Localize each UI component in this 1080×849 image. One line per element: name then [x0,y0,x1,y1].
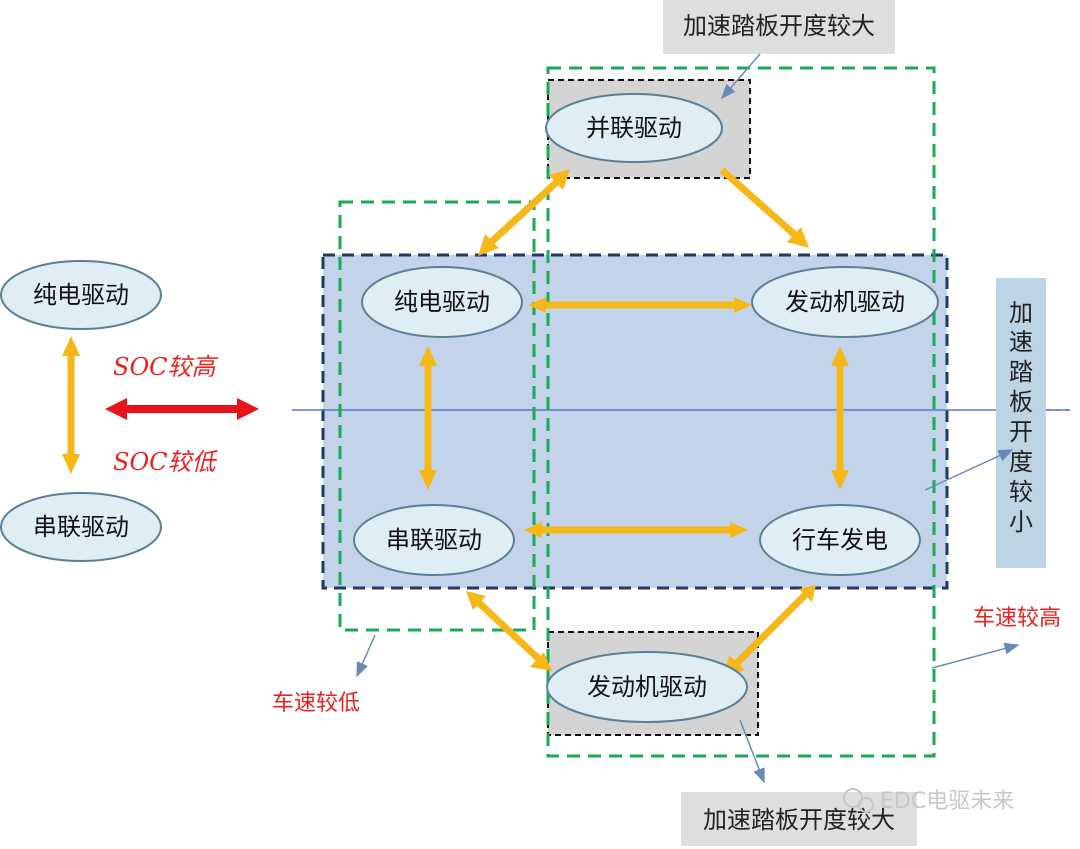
arrowhead-pev-a [478,234,499,256]
label-bottom-pointer [739,719,765,784]
arrow-series-engine-bottom [473,597,543,663]
label-top-text: 加速踏板开度较大 [683,12,875,40]
arrowhead-seb-a [466,591,486,610]
node-series: 串联驱动 [353,504,515,576]
left-node-ev-label: 纯电驱动 [33,281,129,309]
label-right-pointer [924,449,1014,491]
left-node-series: 串联驱动 [0,492,162,562]
arrowhead-ev-side [528,297,546,313]
label-right-char: 开 [1009,418,1033,446]
speed-low-label: 车速较低 [272,691,360,716]
node-engine-drive-bottom-label: 发动机驱动 [587,673,707,701]
red-arrowhead-right [237,398,259,420]
label-top-pointer [721,53,761,100]
node-pure-ev: 纯电驱动 [361,266,523,338]
arrowhead-engine-side [734,297,752,313]
arrowhead-ceb-a [799,585,816,602]
node-parallel-label: 并联驱动 [586,114,682,142]
node-engine-drive-label: 发动机驱动 [785,288,905,316]
arrowhead-left-down [62,454,80,474]
wechat-icon [843,788,863,808]
node-driving-charge-label: 行车发电 [792,526,888,554]
low-speed-region [338,200,536,632]
node-series-label: 串联驱动 [386,526,482,554]
arrowhead-charge-down [831,470,849,490]
label-bottom-text: 加速踏板开度较大 [703,806,895,834]
label-right-box [996,278,1046,568]
speed-low-pointer [356,634,376,678]
arrowhead-engine-up [831,346,849,366]
arrow-charge-engine-bottom [732,591,809,668]
label-right-char: 较 [1009,478,1033,506]
arrowhead-pe [787,227,809,248]
high-speed-region [546,66,936,758]
label-right-char: 板 [1009,388,1033,416]
watermark: EDC电驱未来 [843,788,1014,814]
label-right-char: 小 [1009,508,1033,536]
label-right-char: 加 [1009,299,1033,327]
node-parallel: 并联驱动 [545,93,723,163]
watermark-text: EDC电驱未来 [880,789,1014,814]
soc-low-label: SOC较低 [113,448,218,476]
node-engine-drive: 发动机驱动 [751,266,939,338]
left-node-ev: 纯电驱动 [0,260,162,330]
label-right-char: 踏 [1009,358,1033,386]
arrowhead-ev-up [419,346,437,366]
soc-high-label: SOC较高 [113,353,218,381]
arrowhead-charge-side [730,522,748,538]
speed-high-pointer [931,642,1020,669]
speed-high-label: 车速较高 [973,606,1061,631]
arrow-parallel-ev [486,177,562,247]
left-node-series-label: 串联驱动 [33,513,129,541]
arrowhead-pev-b [549,169,570,190]
wechat-icon-secondary [858,797,874,813]
arrowhead-series-down [419,470,437,490]
transition-arrows [62,167,849,676]
label-right-char: 度 [1009,448,1033,476]
node-pure-ev-label: 纯电驱动 [394,288,490,316]
label-right-text: 加 速 踏 板 开 度 较 小 [1009,299,1033,536]
red-arrowhead-left [105,398,127,420]
arrowhead-seb-b [530,652,552,671]
arrowhead-series-side [524,522,542,538]
label-bottom-box [681,792,917,846]
node-driving-charge: 行车发电 [759,504,921,576]
label-right-char: 速 [1009,328,1033,356]
soc-red-arrow [105,398,259,420]
arrowhead-left-up [62,336,80,356]
node-engine-drive-bottom: 发动机驱动 [546,651,748,723]
arrow-parallel-engine [719,167,798,238]
red-arrow-shaft [122,405,240,413]
label-top-box [663,0,895,54]
